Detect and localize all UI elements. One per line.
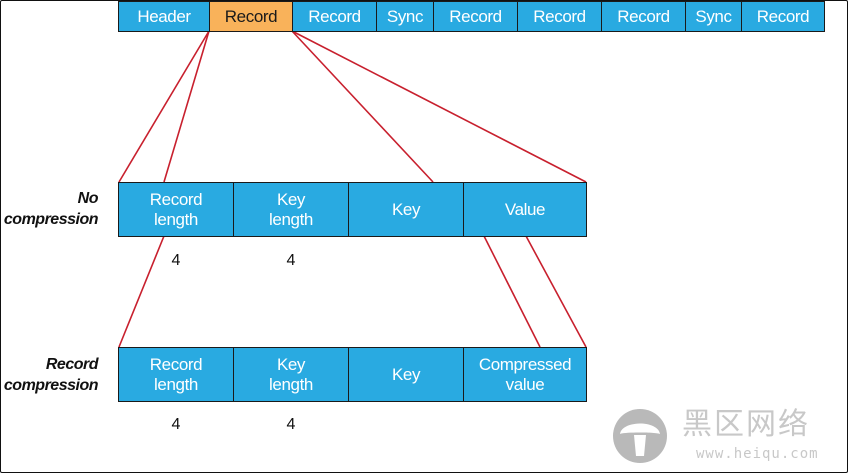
watermark-title: 黑区网络: [682, 407, 810, 442]
mushroom-logo-icon: [613, 409, 667, 463]
connector-record-to-row1-left-inner: [163, 30, 210, 183]
stream-cell-label: Record: [449, 6, 502, 26]
key-cell: Key: [348, 347, 464, 402]
stream-cell-sync: Sync: [685, 1, 742, 32]
no-compression-label: No compression: [3, 190, 99, 228]
cell-label: Key: [391, 364, 421, 384]
stream-cell-header: Header: [118, 1, 210, 32]
key-length-size: 4: [286, 252, 296, 269]
key-length-cell: Key length: [233, 182, 349, 237]
connector-row1-to-row2-left: [118, 235, 165, 348]
connector-record-to-row1-right: [291, 30, 587, 183]
cell-label: Key length: [269, 354, 313, 394]
key-cell: Key: [348, 182, 464, 237]
watermark: 黑区网络 www.heiqu.com: [612, 402, 842, 468]
stream-cell-label: Record: [308, 6, 361, 26]
compressed-value-cell: Compressed value: [463, 347, 587, 402]
stream-cell-label: Record: [224, 6, 278, 26]
stream-cell-record: Record: [741, 1, 825, 32]
stream-cell-record: Record: [517, 1, 602, 32]
cell-label: Record length: [149, 189, 203, 229]
stream-cell-record: Record: [433, 1, 518, 32]
cell-label: Key: [391, 199, 421, 219]
cell-label: Compressed value: [478, 354, 572, 394]
connector-value-to-compressed-right: [525, 235, 587, 348]
key-length-size: 4: [286, 416, 296, 433]
stream-cell-label: Record: [533, 6, 586, 26]
stream-cell-label: Sync: [386, 6, 424, 26]
record-length-size: 4: [171, 252, 181, 269]
stream-cell-label: Record: [756, 6, 810, 26]
stream-cell-label: Sync: [695, 6, 732, 26]
record-length-cell: Record length: [118, 182, 234, 237]
stream-cell-record-highlighted: Record: [209, 1, 293, 32]
connector-record-to-row1-left-outer: [118, 30, 210, 183]
stream-cell-record: Record: [601, 1, 686, 32]
cell-label: Value: [504, 199, 546, 219]
record-compression-label: Record compression: [3, 356, 99, 394]
value-cell: Value: [463, 182, 587, 237]
record-length-size: 4: [171, 416, 181, 433]
connector-value-to-compressed-left: [483, 235, 541, 348]
stream-cell-label: Record: [617, 6, 670, 26]
cell-label: Key length: [269, 189, 313, 229]
stream-cell-sync: Sync: [376, 1, 434, 32]
cell-label: Record length: [149, 354, 203, 394]
stream-cell-record: Record: [292, 1, 377, 32]
key-length-cell: Key length: [233, 347, 349, 402]
watermark-url: www.heiqu.com: [696, 446, 819, 462]
connector-record-to-row1-mid: [291, 30, 434, 183]
record-length-cell: Record length: [118, 347, 234, 402]
stream-cell-label: Header: [137, 6, 191, 26]
